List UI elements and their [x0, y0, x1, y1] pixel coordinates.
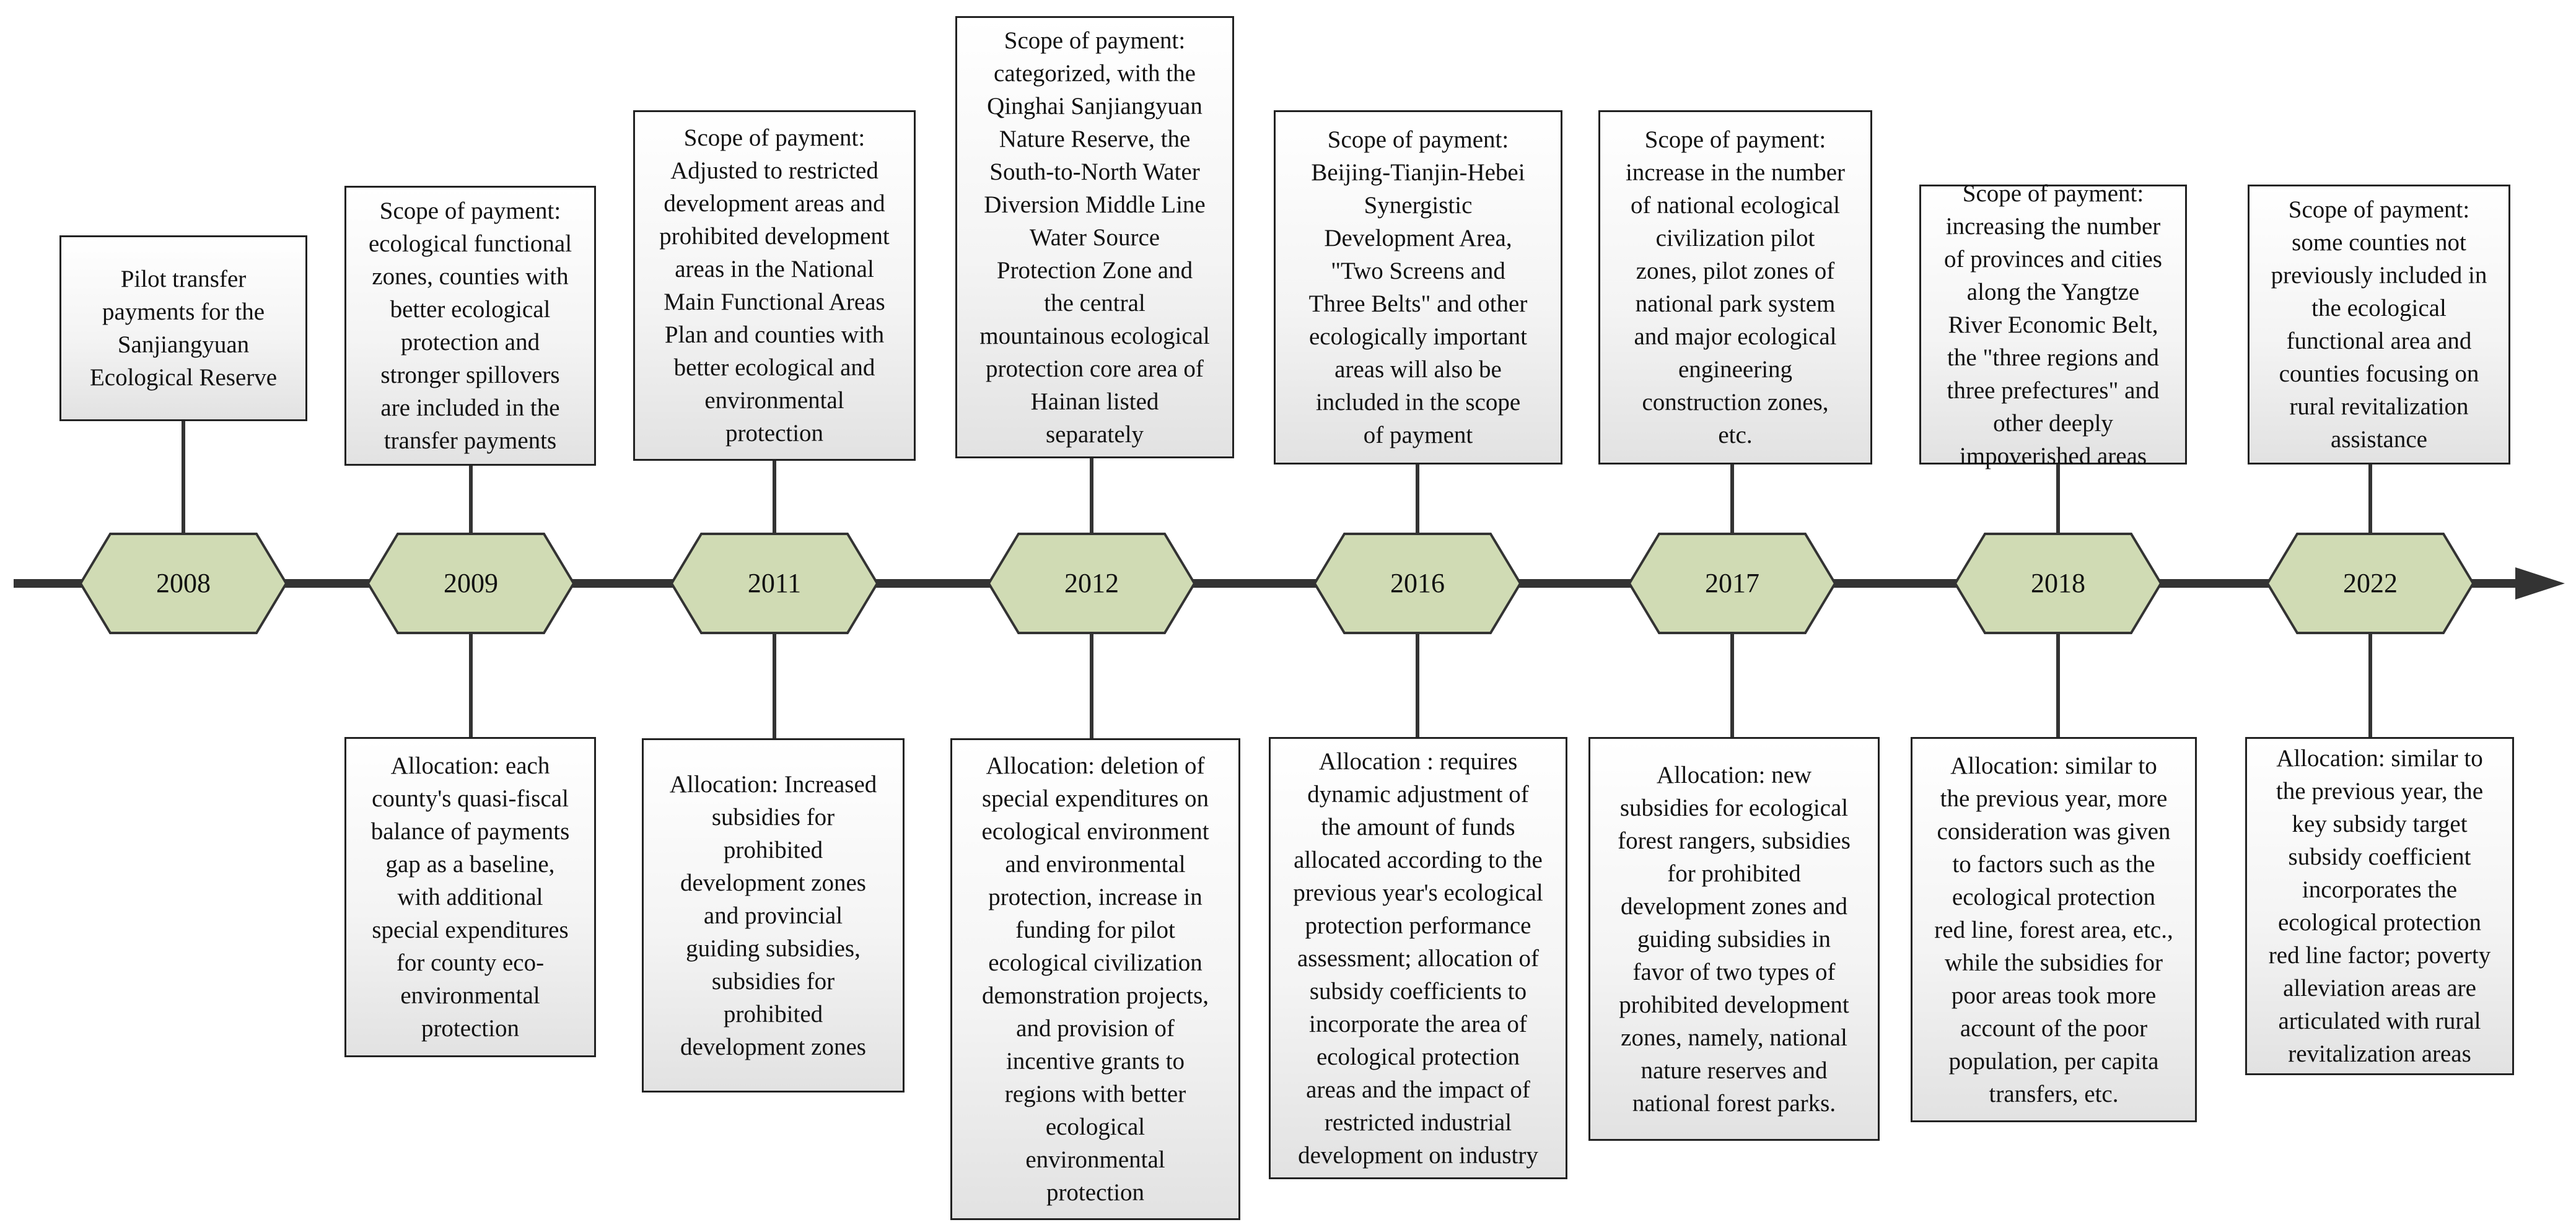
scope-box: Scope of payment: categorized, with the … — [955, 16, 1234, 458]
scope-box-text: Scope of payment: increasing the number … — [1944, 180, 2162, 469]
year-label: 2012 — [1064, 568, 1119, 598]
scope-box-text: Scope of payment: ecological functional … — [368, 198, 572, 454]
axis-arrow-head — [2515, 567, 2565, 600]
allocation-box: Allocation: Increased subsidies for proh… — [642, 738, 905, 1093]
year-hexagon — [2266, 533, 2475, 634]
year-label: 2011 — [747, 568, 802, 598]
allocation-box: Allocation: similar to the previous year… — [2245, 737, 2514, 1075]
year-label: 2017 — [1705, 568, 1759, 598]
scope-box-text: Pilot transfer payments for the Sanjiang… — [89, 266, 278, 391]
allocation-box: Allocation: each county's quasi-fiscal b… — [344, 737, 596, 1057]
year-label: 2022 — [2343, 568, 2398, 598]
year-hexagon — [987, 533, 1196, 634]
scope-box-text: Scope of payment: increase in the number… — [1625, 126, 1846, 448]
allocation-box-text: Allocation: deletion of special expendit… — [981, 752, 1209, 1206]
allocation-box-text: Allocation: Increased subsidies for proh… — [669, 770, 877, 1060]
allocation-box: Allocation: similar to the previous year… — [1911, 737, 2197, 1122]
year-hexagon — [1953, 533, 2163, 634]
allocation-box: Allocation: new subsidies for ecological… — [1588, 737, 1880, 1141]
year-label: 2016 — [1390, 568, 1445, 598]
scope-box: Scope of payment: ecological functional … — [344, 186, 596, 466]
year-hexagon — [670, 533, 879, 634]
year-label: 2009 — [444, 568, 498, 598]
scope-box: Scope of payment: some counties not prev… — [2248, 185, 2510, 465]
scope-box: Scope of payment: increasing the number … — [1919, 180, 2187, 469]
year-hexagon — [366, 533, 576, 634]
scope-box-text: Scope of payment: categorized, with the … — [979, 27, 1210, 448]
allocation-box-text: Allocation: new subsidies for ecological… — [1618, 761, 1851, 1117]
scope-box-text: Scope of payment: Adjusted to restricted… — [659, 124, 890, 447]
year-hexagon — [79, 533, 288, 634]
scope-box-text: Scope of payment: Beijing-Tianjin-Hebei … — [1308, 126, 1528, 448]
year-label: 2008 — [156, 568, 211, 598]
year-label: 2018 — [2031, 568, 2085, 598]
allocation-box: Allocation : requires dynamic adjustment… — [1269, 737, 1567, 1179]
allocation-box-text: Allocation: similar to the previous year… — [2268, 745, 2491, 1067]
year-hexagon — [1313, 533, 1522, 634]
scope-box: Scope of payment: increase in the number… — [1598, 110, 1872, 465]
scope-box: Scope of payment: Beijing-Tianjin-Hebei … — [1274, 110, 1562, 465]
year-hexagon — [1628, 533, 1837, 634]
allocation-box-text: Allocation: similar to the previous year… — [1934, 752, 2173, 1107]
scope-box: Pilot transfer payments for the Sanjiang… — [59, 235, 307, 421]
scope-box-text: Scope of payment: some counties not prev… — [2271, 196, 2487, 453]
allocation-box-text: Allocation: each county's quasi-fiscal b… — [370, 752, 570, 1042]
allocation-box-text: Allocation : requires dynamic adjustment… — [1293, 748, 1543, 1169]
allocation-box: Allocation: deletion of special expendit… — [950, 738, 1240, 1220]
scope-box: Scope of payment: Adjusted to restricted… — [633, 110, 916, 461]
